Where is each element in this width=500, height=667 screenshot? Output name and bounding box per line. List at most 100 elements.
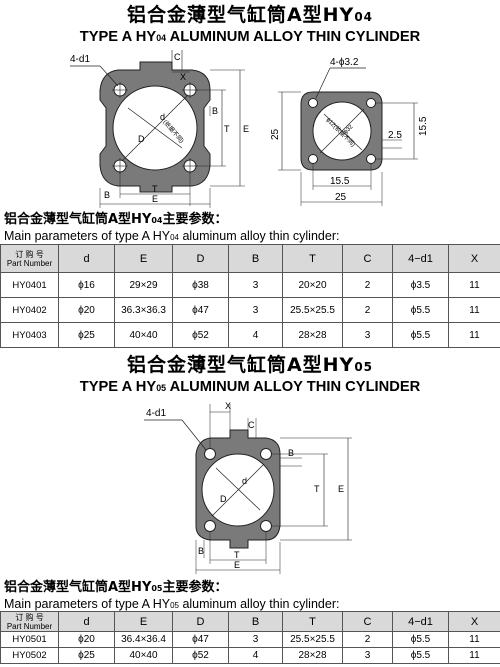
header-d-big-2: D xyxy=(172,611,229,632)
cell-d-big: ϕ38 xyxy=(172,272,229,298)
section1-params-title-cn: 铝合金薄型气缸筒A型HY04主要参数： xyxy=(4,212,228,227)
table-row: HY0501 ϕ20 36.4×36.4 ϕ47 3 25.5×25.5 2 ϕ… xyxy=(0,631,500,648)
cell-part: HY0502 xyxy=(0,647,59,664)
label-4-phi32: 4-ϕ3.2 xyxy=(330,57,359,68)
label-b-left-s2: B xyxy=(198,546,204,556)
mount-hole-2-tl xyxy=(308,98,318,108)
section2-params-title-cn: 铝合金薄型气缸筒A型HY05主要参数： xyxy=(4,580,228,595)
label-t-right-s2: T xyxy=(314,484,320,494)
label-b-bottom: B xyxy=(104,190,110,200)
cell-part: HY0401 xyxy=(0,272,59,298)
label-d-big: D xyxy=(138,134,145,144)
header-t-2: T xyxy=(282,611,343,632)
label-b-right: B xyxy=(212,106,218,116)
cell-d: ϕ25 xyxy=(58,322,115,348)
cell-t: 25.5×25.5 xyxy=(282,631,343,648)
mount-hole-3-br xyxy=(260,520,272,532)
cell-x: 11 xyxy=(448,647,500,664)
cell-d: ϕ25 xyxy=(58,647,115,664)
label-4-d1-s2: 4-d1 xyxy=(146,408,166,419)
cell-c: 2 xyxy=(342,297,393,323)
label-e-bottom: E xyxy=(152,194,158,204)
cell-t: 28×28 xyxy=(282,647,343,664)
cell-b: 3 xyxy=(228,297,283,323)
label-x-s2: X xyxy=(225,401,231,411)
label-b-top-s2: B xyxy=(288,448,294,458)
section1-params-title-en: Main parameters of type A HY04 aluminum … xyxy=(4,229,340,243)
cell-4-d1: ϕ5.5 xyxy=(392,631,449,648)
label-d-big-s2: D xyxy=(220,494,227,504)
label-phi32-center: ϕ32 xyxy=(343,124,355,136)
cell-x: 11 xyxy=(448,272,500,298)
drawing-hy05: 4-d1 X C B T E B T E d D xyxy=(144,401,352,574)
header-e-2: E xyxy=(114,611,173,632)
header-4-d1-2: 4−d1 xyxy=(392,611,449,632)
label-c: C xyxy=(174,52,181,62)
label-25-left: 25 xyxy=(270,128,281,140)
label-c-s2: C xyxy=(248,420,255,430)
cell-t: 28×28 xyxy=(282,322,343,348)
cell-b: 4 xyxy=(228,322,283,348)
header-e: E xyxy=(114,244,173,273)
header-d-2: d xyxy=(58,611,115,632)
mount-hole-2-tr xyxy=(366,98,376,108)
cell-d-big: ϕ47 xyxy=(172,297,229,323)
label-155-right: 15.5 xyxy=(418,116,428,136)
section2-title-cn: 铝合金薄型气缸筒A型HY05 xyxy=(126,354,374,376)
table-row: HY0402 ϕ20 36.3×36.3 ϕ47 3 25.5×25.5 2 ϕ… xyxy=(0,297,500,323)
cell-b: 3 xyxy=(228,272,283,298)
header-d-big: D xyxy=(172,244,229,273)
header-t: T xyxy=(282,244,343,273)
label-x: X xyxy=(180,72,186,82)
mount-hole-2-bl xyxy=(308,154,318,164)
mount-hole-3-bl xyxy=(204,520,216,532)
cell-c: 3 xyxy=(342,322,393,348)
label-25-bottom: 25 xyxy=(335,192,347,203)
drawing-hy04-general: 4-d1 C X E T B T E B d D (依据不同) xyxy=(70,50,249,208)
cell-b: 4 xyxy=(228,647,283,664)
mount-hole-2-br xyxy=(366,154,376,164)
label-e-right: E xyxy=(243,124,249,134)
cell-e: 36.4×36.4 xyxy=(114,631,173,648)
header-c-2: C xyxy=(342,611,393,632)
cell-c: 3 xyxy=(342,647,393,664)
table-row: HY0403 ϕ25 40×40 ϕ52 4 28×28 3 ϕ5.5 11 xyxy=(0,322,500,348)
header-x-2: X xyxy=(448,611,500,632)
table-row: HY0401 ϕ16 29×29 ϕ38 3 20×20 2 ϕ3.5 11 xyxy=(0,272,500,298)
cell-4-d1: ϕ5.5 xyxy=(392,297,449,323)
section2-title-en: TYPE A HY05 ALUMINUM ALLOY THIN CYLINDER xyxy=(79,378,421,395)
cell-c: 2 xyxy=(342,272,393,298)
cell-d: ϕ16 xyxy=(58,272,115,298)
label-d-small-s2: d xyxy=(242,476,247,486)
label-25-side: 2.5 xyxy=(388,130,402,141)
cell-x: 11 xyxy=(448,322,500,348)
cell-d: ϕ20 xyxy=(58,297,115,323)
table-row: HY0502 ϕ25 40×40 ϕ52 4 28×28 3 ϕ5.5 11 xyxy=(0,647,500,664)
drawing-hy04-small: 4-ϕ3.2 25 15.5 2.5 15.5 25 ϕ12(依据不同) ϕ32 xyxy=(270,57,428,206)
cell-e: 40×40 xyxy=(114,647,173,664)
header-d: d xyxy=(58,244,115,273)
cell-part: HY0403 xyxy=(0,322,59,348)
cell-d-big: ϕ47 xyxy=(172,631,229,648)
cell-d-big: ϕ52 xyxy=(172,322,229,348)
header-4-d1: 4−d1 xyxy=(392,244,449,273)
cell-4-d1: ϕ5.5 xyxy=(392,647,449,664)
section1-title-en: TYPE A HY04 ALUMINUM ALLOY THIN CYLINDER xyxy=(79,28,421,45)
label-155-bottom: 15.5 xyxy=(330,176,350,187)
cell-t: 25.5×25.5 xyxy=(282,297,343,323)
cell-d-big: ϕ52 xyxy=(172,647,229,664)
section1-title-cn: 铝合金薄型气缸筒A型HY04 xyxy=(126,4,374,26)
cell-t: 20×20 xyxy=(282,272,343,298)
cell-x: 11 xyxy=(448,297,500,323)
header-b: B xyxy=(228,244,283,273)
cell-part: HY0402 xyxy=(0,297,59,323)
header-c: C xyxy=(342,244,393,273)
cell-x: 11 xyxy=(448,631,500,648)
cell-e: 40×40 xyxy=(114,322,173,348)
cell-e: 36.3×36.3 xyxy=(114,297,173,323)
cell-d: ϕ20 xyxy=(58,631,115,648)
label-e-bottom-s2: E xyxy=(234,560,240,570)
